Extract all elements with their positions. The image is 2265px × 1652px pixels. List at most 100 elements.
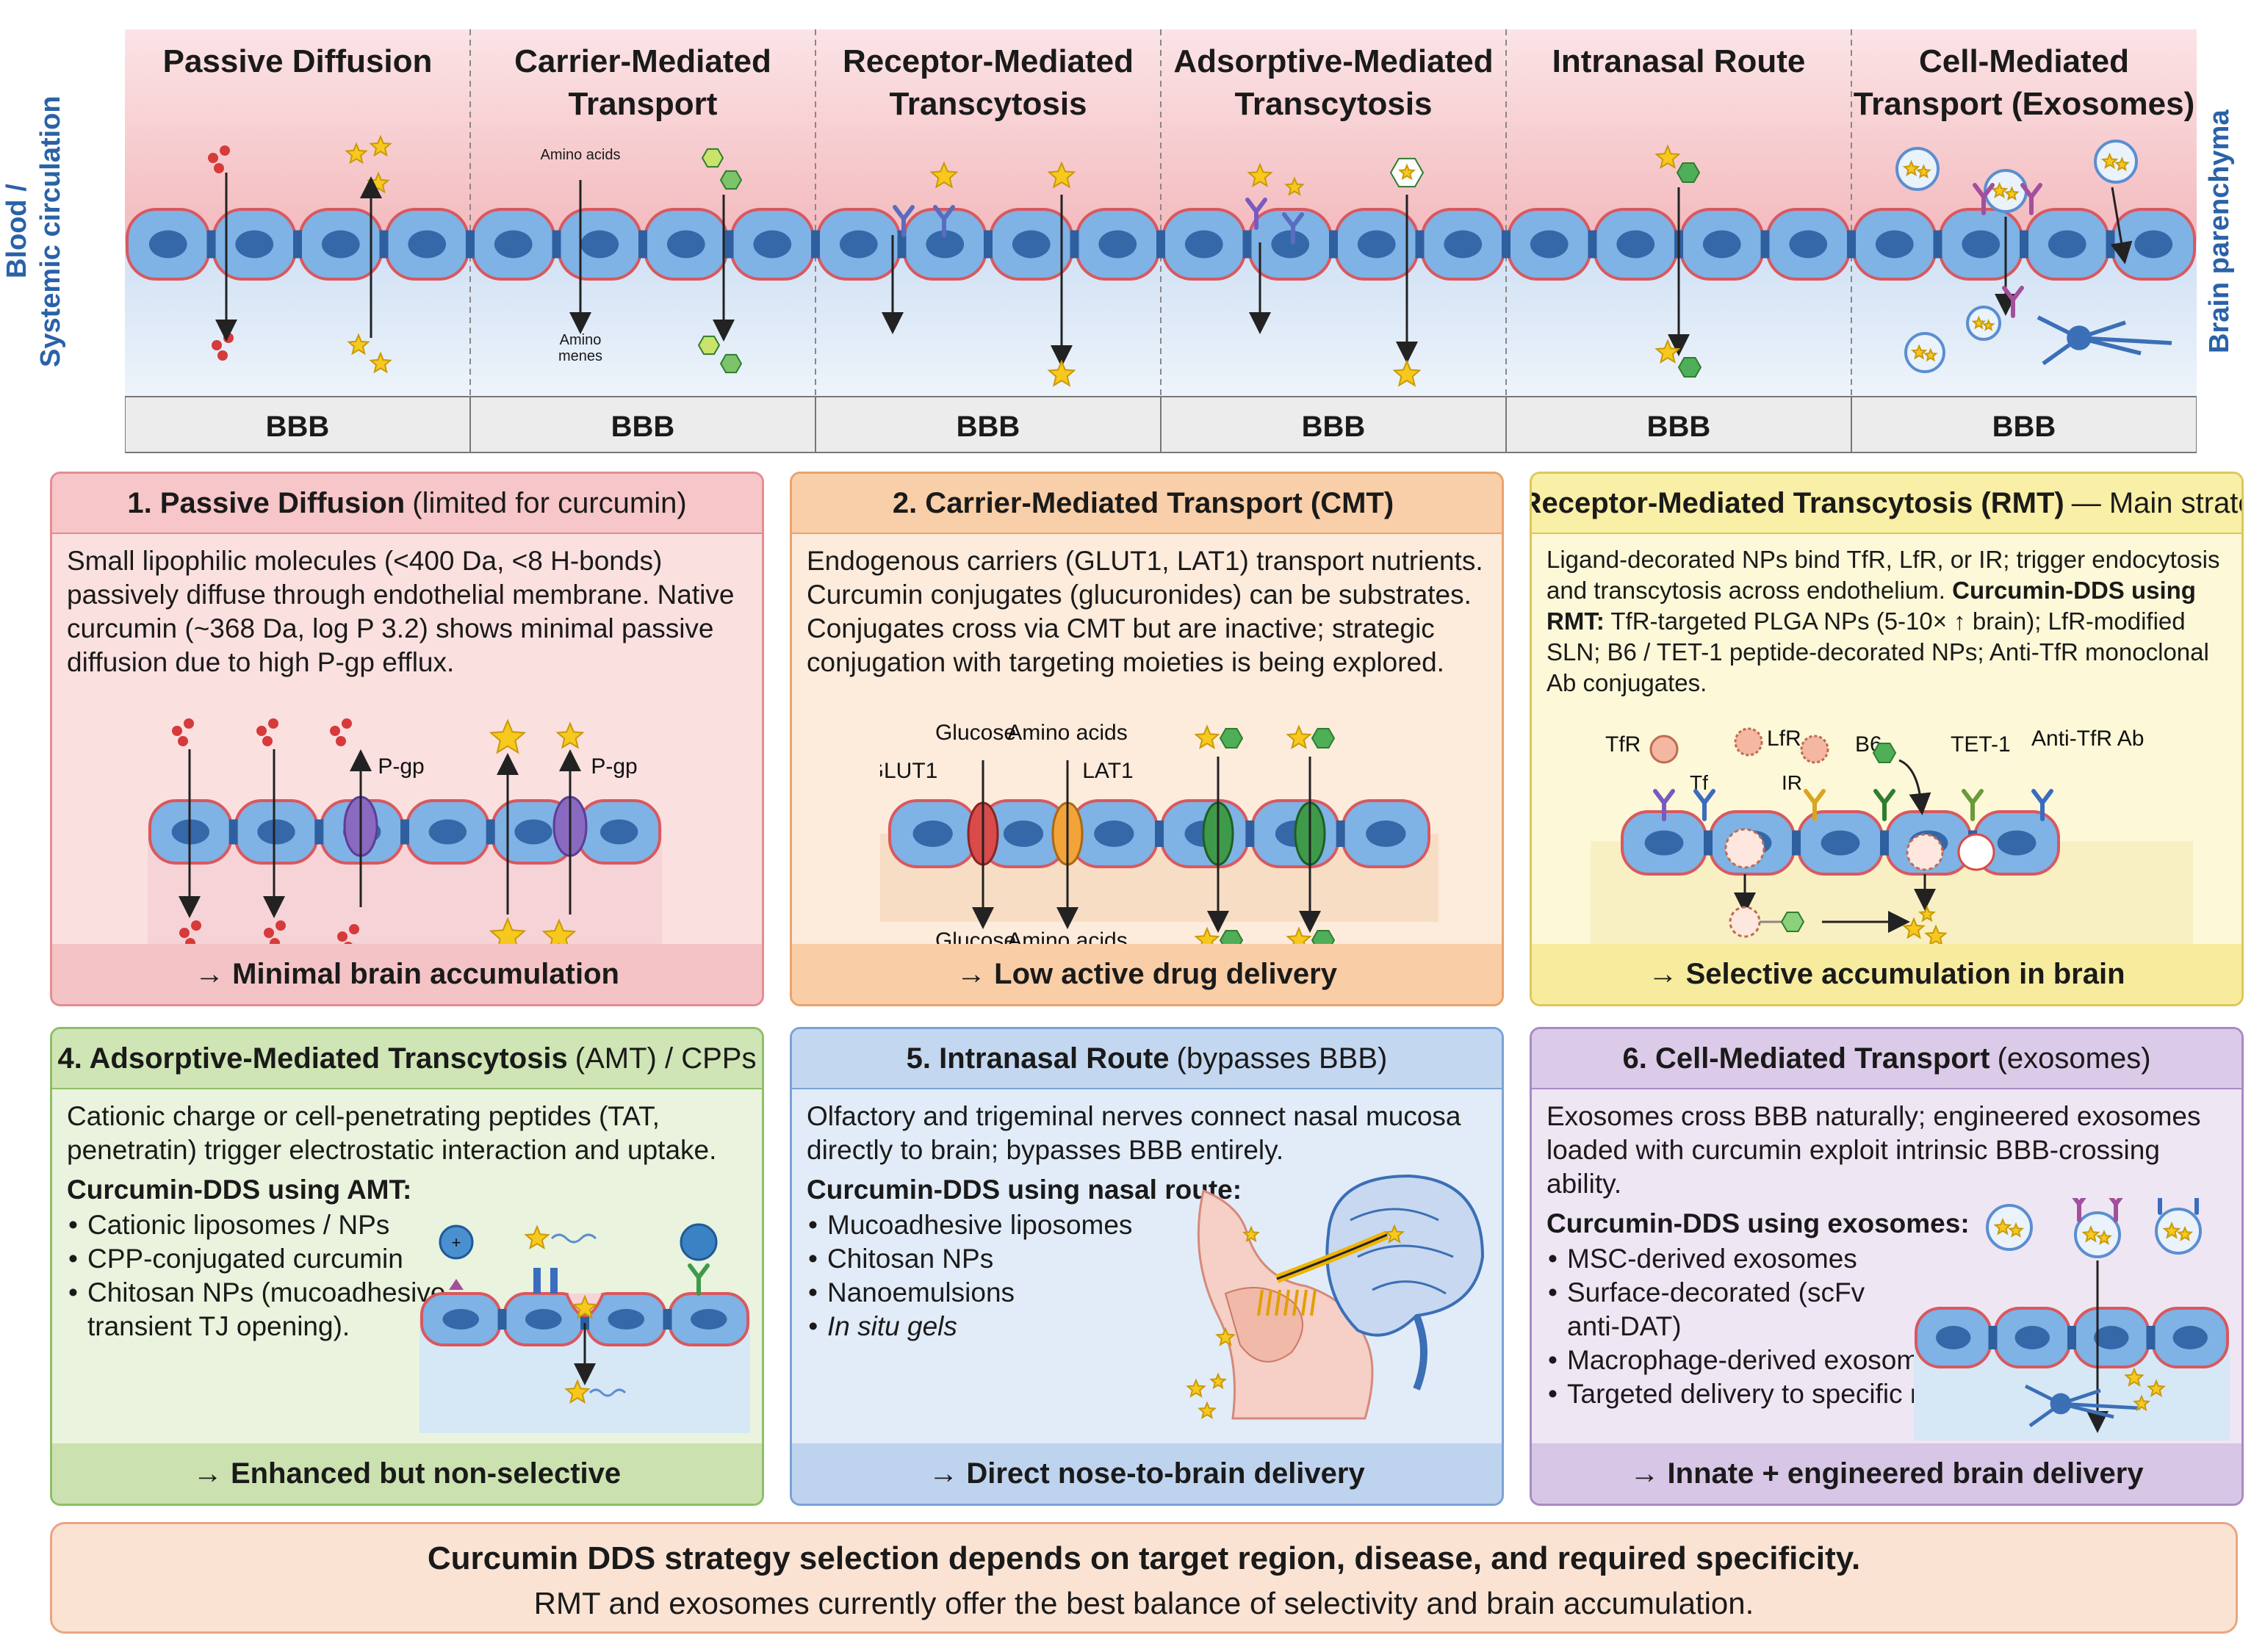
cell-nucleus [1444,230,1483,259]
card-body: Endogenous carriers (GLUT1, LAT1) transp… [807,544,1487,685]
card-header: 2. Carrier-Mediated Transport (CMT) [792,474,1502,534]
receptor-icon [2072,1198,2086,1222]
conjugate-hexagon-icon [719,170,743,190]
cell-nucleus [2172,1326,2208,1349]
card-subtitle: — Main strategy [2071,486,2241,519]
cell-nucleus [525,1309,562,1330]
cell-nucleus [1357,230,1396,259]
olfactory-fiber [1310,1289,1317,1316]
tet1-label: TET-1 [1951,732,2011,757]
exosome-cargo-icon [1990,181,2009,199]
curcumin-star-icon [345,142,368,165]
cell-nucleus [666,230,705,259]
exosome-drawing [1914,1198,2230,1440]
curcumin-star-icon [347,333,370,356]
card-intranasal: 5. Intranasal Route(bypasses BBB) Olfact… [790,1027,1504,1506]
cell-nucleus [514,819,552,845]
tight-junction [314,819,324,845]
cationic-np-icon [680,1223,718,1261]
anti-tfr-label: Anti-TfR Ab [2031,726,2144,751]
cell-nucleus [753,230,792,259]
cell-nucleus [235,230,274,259]
summary-box: Curcumin DDS strategy selection depends … [50,1522,2238,1634]
cell-nucleus [926,230,965,259]
curcumin-star-icon [929,161,959,189]
small-molecule-icon [276,920,286,931]
tight-junction [400,819,409,845]
endocytic-vesicle-icon [1906,833,1944,871]
tight-junction [293,230,302,259]
cell-nucleus [1821,830,1860,856]
cell-nucleus [1789,230,1828,259]
list-item: Surface-decorated (scFv anti-DAT) [1546,1276,1918,1343]
adsorptive-mediated-drawing: + [419,1223,750,1433]
tight-junction [1245,820,1255,847]
neuron-icon [2024,1384,2141,1427]
brain-gyri [1350,1208,1454,1295]
card-list: Mucoadhesive liposomes Chitosan NPs Nano… [807,1208,1208,1343]
receptor-icon [2031,789,2053,821]
card-title: 6. Cell-Mediated Transport [1622,1042,1990,1075]
exosome-icon [1895,147,1940,191]
curcumin-star-icon [555,721,585,749]
tight-junction [1336,820,1345,847]
brain-side-label: Brain parenchyma [2204,109,2235,353]
blood-side-label-line: Blood / [1,184,32,279]
tight-junction [638,230,647,259]
neuron-process [2060,1402,2141,1410]
ir-label: IR [1782,771,1802,794]
p-gp-label: P-gp [378,754,424,779]
curcumin-star-icon [1902,917,1926,939]
neuron-process [2028,1402,2062,1427]
card-receptor-mediated: 3. Receptor-Mediated Transcytosis (RMT)—… [1530,472,2244,1006]
curcumin-star-icon [489,718,527,754]
tight-junction [663,1309,672,1330]
card-subtitle: (limited for curcumin) [412,486,687,519]
charge-plus-icon: + [452,1233,461,1252]
tight-junction [1880,830,1889,856]
curcumin-star-icon [2124,1367,2145,1387]
exosome-cargo-icon [2162,1221,2181,1239]
exosome-cargo-icon [2176,1225,2194,1241]
brain-icon [1325,1174,1485,1337]
conjugate-hexagon-icon [1677,357,1702,378]
card-body-tail: TfR-targeted PLGA NPs (5-10× ↑ brain); L… [1546,607,2209,696]
exosome-cargo-icon [1923,347,1938,362]
exosome-cargo-icon [1911,344,1928,360]
tight-junction [2106,230,2115,259]
receptor-icon [2109,1198,2123,1222]
card-body-text: Endogenous carriers (GLUT1, LAT1) transp… [807,546,1483,677]
curcumin-star-icon [1392,359,1422,387]
curcumin-star-icon [1918,905,1936,923]
curcumin-star-icon [1197,1401,1217,1420]
card-title: 3. Receptor-Mediated Transcytosis (RMT) [1530,486,2064,519]
exosome-cargo-icon [2003,186,2020,201]
neuron-process [2024,1384,2062,1406]
cell-nucleus [321,230,360,259]
card-header: 5. Intranasal Route(bypasses BBB) [792,1029,1502,1089]
card-header: 1. Passive Diffusion(limited for curcumi… [52,474,762,534]
card-subtitle: (bypasses BBB) [1176,1042,1388,1075]
tight-junction [811,230,820,259]
card-body: Cationic charge or cell-penetrating pept… [67,1100,716,1343]
card-title: 2. Carrier-Mediated Transport (CMT) [892,486,1394,519]
bbb-overview-panel: Passive Diffusion Carrier-Mediated Trans… [125,29,2197,455]
tight-junction [1988,1326,1998,1349]
curcumin-star-icon [1924,924,1948,947]
small-molecule-icon [330,726,340,736]
olfactory-fiber [1266,1289,1272,1316]
curcumin-star-icon [1247,162,1273,188]
tight-junction [1588,230,1597,259]
curcumin-star-icon [1047,359,1076,387]
small-molecule-icon [212,340,222,350]
tight-junction [897,230,907,259]
transferrin-icon [1649,735,1679,764]
list-item: Mucoadhesive liposomes [807,1208,1208,1242]
cpp-peptide-icon [550,1233,597,1244]
amino-acids-label: Amino acids [1007,721,1127,745]
tight-junction [497,1309,507,1330]
cell-nucleus [1644,830,1684,856]
amino-acids-top-label: Amino acids [540,147,621,163]
bbb-label: BBB [1646,411,1711,443]
small-molecule-icon [268,718,278,729]
